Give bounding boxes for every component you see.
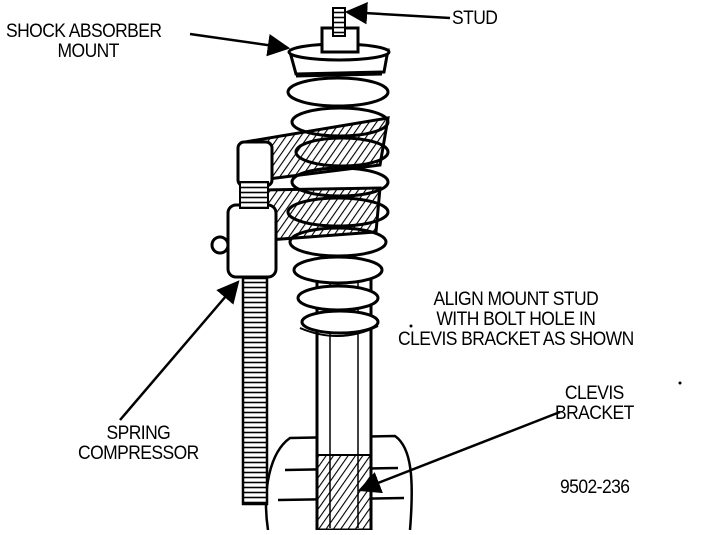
label-spring-compressor-line2: COMPRESSOR (78, 443, 199, 464)
label-clevis-bracket-line1: CLEVIS (564, 383, 624, 404)
label-stud: STUD (452, 8, 498, 29)
label-align-note: ALIGN MOUNT STUD WITH BOLT HOLE IN CLEVI… (398, 290, 634, 350)
label-spring-compressor: SPRING COMPRESSOR (78, 424, 199, 464)
label-align-note-line3: CLEVIS BRACKET AS SHOWN (398, 329, 634, 350)
compressor-jaws (210, 116, 390, 279)
label-spring-compressor-line1: SPRING (106, 423, 171, 444)
label-shock-absorber-mount-line1: SHOCK ABSORBER (6, 21, 162, 42)
compressor-rod (239, 181, 269, 506)
label-align-note-line2: WITH BOLT HOLE IN (436, 309, 596, 330)
specks (409, 324, 682, 385)
label-clevis-bracket: CLEVIS BRACKET (555, 384, 634, 424)
leader-stud (344, 1, 451, 25)
leader-shock-mount (189, 32, 291, 57)
label-clevis-bracket-line2: BRACKET (555, 403, 634, 424)
shock-mount (287, 7, 391, 78)
leader-clevis-bracket (357, 410, 561, 494)
label-align-note-line1: ALIGN MOUNT STUD (433, 289, 599, 310)
label-shock-absorber-mount-line2: MOUNT (57, 41, 120, 62)
label-shock-absorber-mount: SHOCK ABSORBER MOUNT (6, 21, 162, 62)
figure-number: 9502-236 (560, 477, 630, 498)
leader-spring-compressor (119, 280, 240, 421)
leader-lines (119, 1, 561, 494)
